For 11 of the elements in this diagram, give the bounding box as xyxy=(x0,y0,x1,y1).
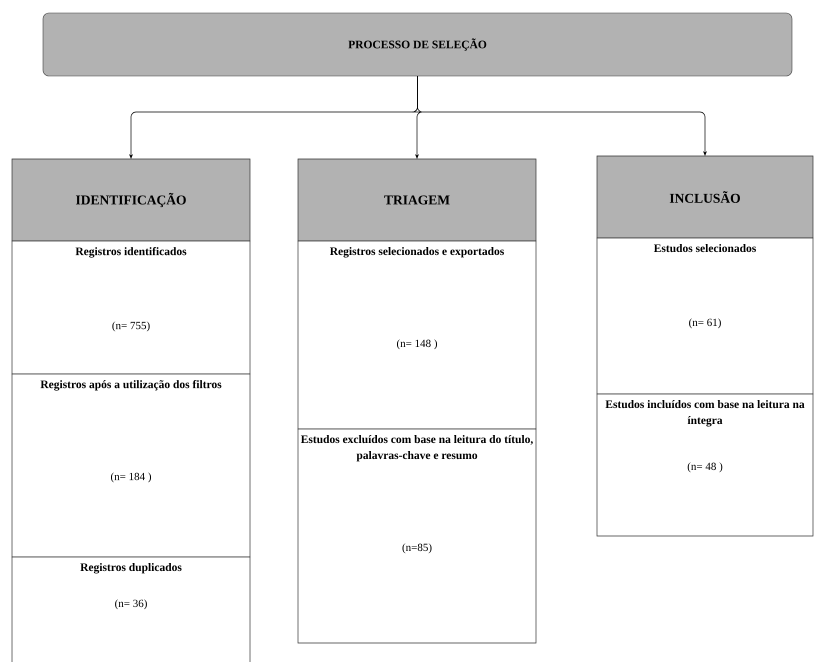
stage-step-box: Registros após a utilização dos filtros (n= 184 ) xyxy=(12,374,250,558)
stage-step-box: Estudos excluídos com base na leitura do título, palavras-chave e resumo (n=85) xyxy=(298,428,536,644)
stage-header-box: INCLUSÃO xyxy=(596,156,814,238)
stage-step-box: Registros identificados (n= 755) xyxy=(12,240,250,374)
stage-header-box: TRIAGEM xyxy=(298,158,536,242)
stage-header-box: IDENTIFICAÇÃO xyxy=(12,158,250,242)
stage-step-box: Estudos selecionados (n= 61) xyxy=(596,238,814,394)
process-box: PROCESSO DE SELEÇÃO xyxy=(42,12,792,76)
stage-step-box: Registros duplicados (n= 36) xyxy=(12,556,250,662)
stage-step-box: Estudos incluídos com base na leitura na íntegra (n= 48 ) xyxy=(596,394,814,536)
stage-step-box: Registros selecionados e exportados (n= 148 ) xyxy=(298,240,536,430)
